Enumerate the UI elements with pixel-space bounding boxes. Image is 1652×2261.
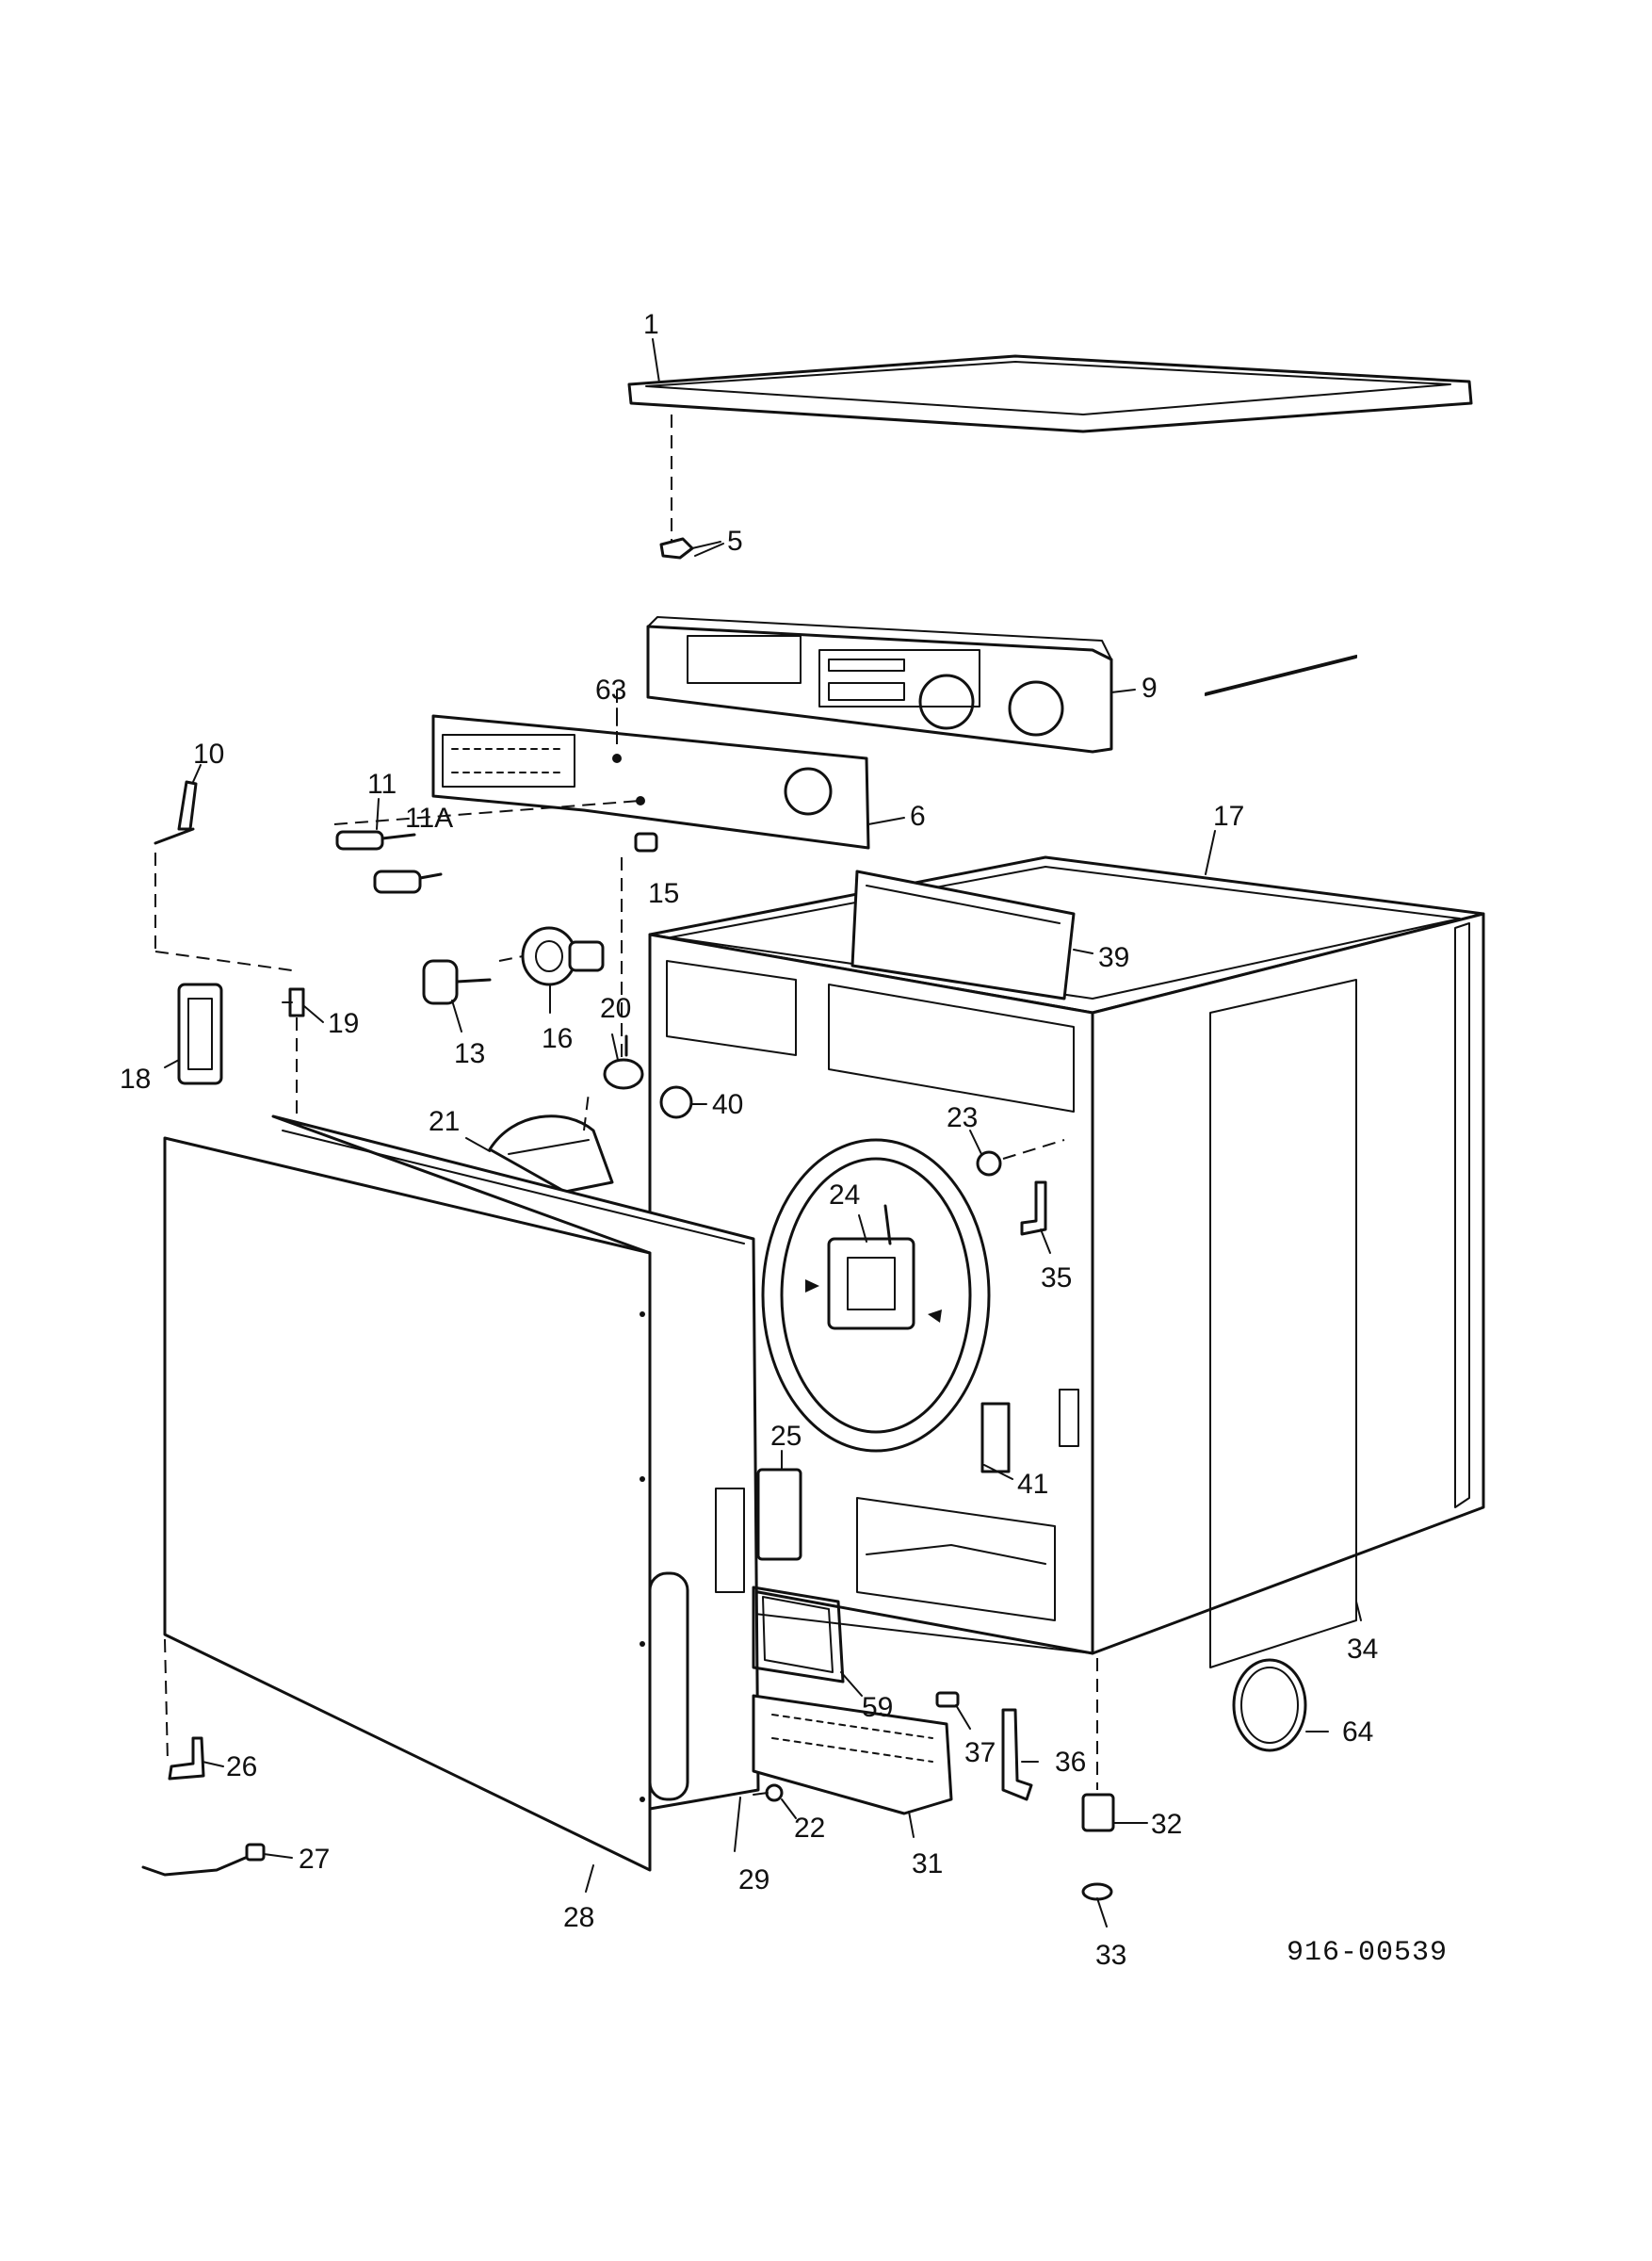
leader-dashed	[154, 951, 293, 971]
part-door-panel-28	[163, 1136, 652, 1872]
part-cable-27	[141, 1843, 266, 1877]
part-screw-11	[335, 830, 416, 851]
part-seal-59	[752, 1586, 845, 1684]
callout-labels: 1 5 9 63 6 10 11 11A 15 17 39 13 16 19 1…	[120, 309, 1378, 1971]
part-pin-19	[282, 987, 305, 1017]
part-duct-21	[488, 1114, 614, 1194]
part-inner-frame-29	[271, 1114, 760, 1811]
callout-16: 16	[542, 1023, 573, 1054]
callout-25: 25	[770, 1421, 802, 1452]
leader-dashed	[498, 955, 524, 962]
part-plug-40	[659, 1085, 693, 1119]
callout-27: 27	[299, 1844, 330, 1875]
part-control-panel-9	[646, 616, 1136, 754]
callout-24: 24	[829, 1179, 860, 1211]
callout-31: 31	[912, 1848, 943, 1879]
part-hinge-10	[154, 780, 198, 845]
callout-11a: 11A	[405, 803, 453, 834]
callout-35: 35	[1041, 1262, 1072, 1293]
part-screw-22	[753, 1783, 784, 1802]
callout-32: 32	[1151, 1809, 1182, 1840]
callout-11: 11	[367, 769, 397, 800]
callout-41: 41	[1017, 1469, 1048, 1500]
callout-10: 10	[193, 739, 224, 770]
part-screw-5	[659, 537, 721, 560]
callout-21: 21	[429, 1106, 460, 1137]
part-filter-cap-64	[1232, 1658, 1307, 1752]
callout-40: 40	[712, 1089, 743, 1120]
callout-28: 28	[563, 1902, 594, 1933]
callout-64: 64	[1342, 1716, 1373, 1748]
callout-26: 26	[226, 1751, 257, 1782]
leader-dashed	[333, 800, 641, 825]
part-bracket-36	[1001, 1708, 1033, 1801]
part-knob-13	[422, 959, 492, 1005]
leader-dashed	[164, 1638, 169, 1763]
part-top-cover	[627, 354, 1473, 433]
callout-37: 37	[964, 1737, 996, 1768]
part-foot-32	[1081, 1793, 1115, 1832]
part-nut-15	[634, 832, 658, 853]
leader-lines	[164, 338, 1362, 1928]
callout-33: 33	[1095, 1940, 1126, 1971]
callout-6: 6	[910, 801, 926, 832]
part-cabinet-body	[648, 654, 1485, 1668]
callout-39: 39	[1098, 942, 1129, 973]
callout-5: 5	[727, 526, 743, 557]
callout-18: 18	[120, 1064, 151, 1095]
part-fascia-6	[431, 714, 905, 850]
part-thermostat-20	[603, 1034, 644, 1090]
callout-29: 29	[738, 1864, 769, 1895]
part-switch-16	[521, 926, 605, 986]
leader-dashed	[583, 1092, 590, 1131]
callout-20: 20	[600, 993, 631, 1024]
callout-63: 63	[595, 675, 626, 706]
callout-17: 17	[1213, 801, 1244, 832]
callout-19: 19	[328, 1008, 359, 1039]
callout-9: 9	[1142, 673, 1158, 704]
part-filter-39	[850, 870, 1076, 1000]
callout-22: 22	[794, 1813, 825, 1844]
callout-36: 36	[1055, 1747, 1086, 1778]
callout-13: 13	[454, 1038, 485, 1069]
part-kickplate-31	[752, 1694, 953, 1815]
part-hinge-26	[168, 1736, 205, 1781]
part-screw-11a	[373, 870, 443, 894]
callout-34: 34	[1347, 1634, 1378, 1665]
callout-23: 23	[947, 1102, 978, 1133]
part-washer-33	[1081, 1882, 1113, 1901]
callout-15: 15	[648, 878, 679, 909]
drawing-number: 916-00539	[1287, 1937, 1448, 1969]
callout-1: 1	[643, 309, 659, 340]
part-screw-37	[935, 1691, 960, 1708]
part-latch-18	[177, 983, 223, 1085]
callout-59: 59	[862, 1692, 893, 1723]
